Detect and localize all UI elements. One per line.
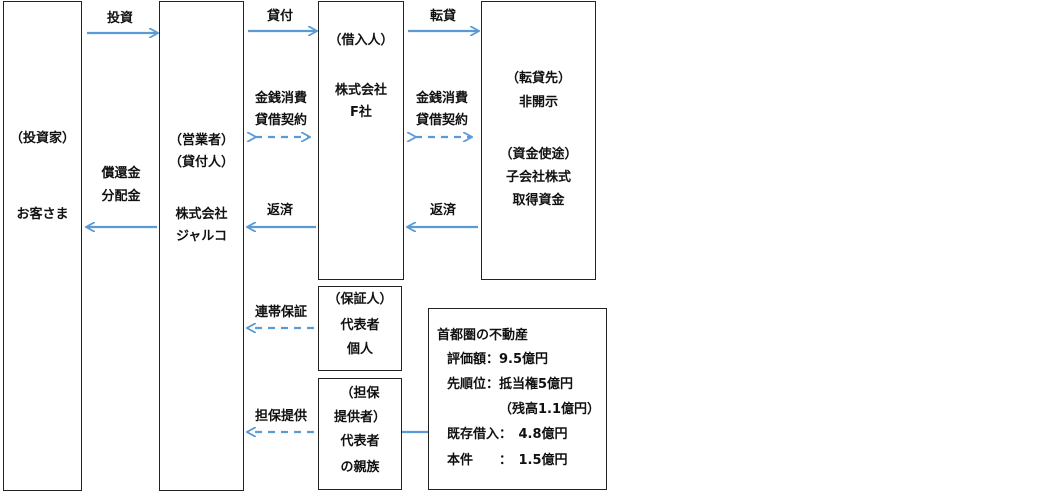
repay-label: 返済 <box>266 203 293 218</box>
investor-role: （投資家） <box>9 131 75 146</box>
operator-role-2: （貸付人） <box>168 155 234 170</box>
loan-label: 貸付 <box>266 9 293 24</box>
contract-label-1: 金銭消費 <box>254 91 307 106</box>
property-row: 既存借入： 4.8億円 <box>447 427 568 442</box>
collateral-line-1: 代表者 <box>340 434 380 449</box>
fund-use-label: （資金使途） <box>499 147 578 162</box>
redemption-label-1: 償還金 <box>101 166 141 181</box>
collateral-role-1: （担保 <box>340 386 380 401</box>
collateral-role-2: 提供者） <box>333 410 386 425</box>
contract-label-2: 貸借契約 <box>254 113 307 128</box>
contract-b-label-1: 金銭消費 <box>415 91 468 106</box>
guarantor-line-1: 代表者 <box>340 318 380 333</box>
property-row: 本件 ： 1.5億円 <box>447 453 568 468</box>
property-title: 首都圏の不動産 <box>437 328 529 343</box>
invest-label: 投資 <box>106 11 133 26</box>
contract-b-label-2: 貸借契約 <box>415 113 468 128</box>
guarantor-role: （保証人） <box>327 292 393 307</box>
property-box: 首都圏の不動産 評価額：9.5億円 先順位：抵当権5億円 （残高1.1億円） 既… <box>428 308 607 490</box>
collateral-line-2: の親族 <box>340 460 380 475</box>
subborrower-box: （転貸先） 非開示 （資金使途） 子会社株式 取得資金 <box>481 1 596 280</box>
borrower-box: （借入人） 株式会社 F社 <box>318 1 404 280</box>
fund-use-1: 子会社株式 <box>505 170 571 185</box>
investor-name: お客さま <box>16 207 69 222</box>
property-row: 評価額：9.5億円 <box>447 352 549 367</box>
subborrower-name: 非開示 <box>518 95 558 110</box>
borrower-name-2: F社 <box>350 105 372 120</box>
collateral-label: 担保提供 <box>254 409 307 424</box>
operator-name-1: 株式会社 <box>175 207 228 222</box>
guarantor-box: （保証人） 代表者 個人 <box>318 286 402 371</box>
subborrower-role: （転貸先） <box>505 71 571 86</box>
collateral-provider-box: （担保 提供者） 代表者 の親族 <box>318 378 402 490</box>
operator-box: （営業者） （貸付人） 株式会社 ジャルコ <box>159 1 244 491</box>
operator-name-2: ジャルコ <box>175 229 228 244</box>
operator-role-1: （営業者） <box>168 133 234 148</box>
borrower-name-1: 株式会社 <box>334 83 387 98</box>
relend-label: 転貸 <box>429 9 456 24</box>
borrower-role: （借入人） <box>328 33 394 48</box>
guarantee-label: 連帯保証 <box>254 305 307 320</box>
repay-b-label: 返済 <box>429 203 456 218</box>
redemption-label-2: 分配金 <box>101 189 141 204</box>
property-row: 先順位：抵当権5億円 <box>447 377 574 392</box>
fund-use-2: 取得資金 <box>512 193 565 208</box>
investor-box: （投資家） お客さま <box>3 1 82 491</box>
property-row: （残高1.1億円） <box>499 402 601 417</box>
guarantor-line-2: 個人 <box>346 342 373 357</box>
